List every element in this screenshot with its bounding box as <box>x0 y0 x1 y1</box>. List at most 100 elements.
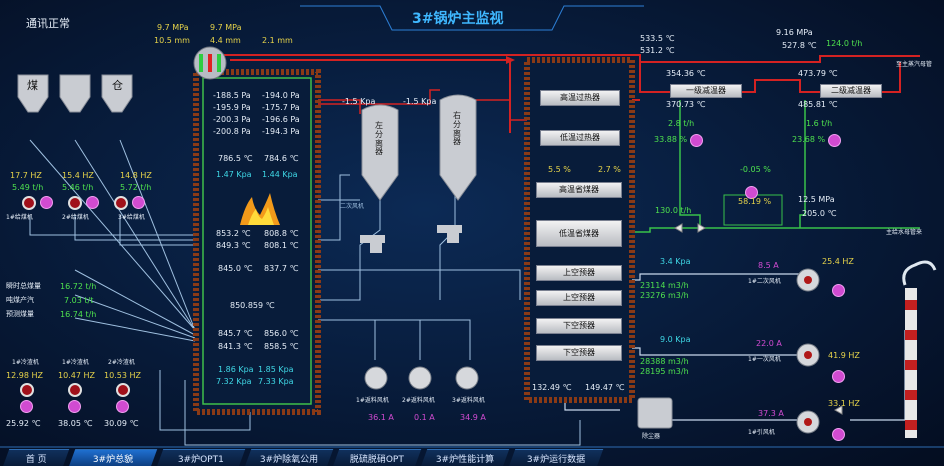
return-fan-1-icon[interactable] <box>365 367 387 389</box>
forecast-coal-label: 预测煤量 <box>6 310 34 318</box>
feeder-2-status-icon[interactable] <box>68 196 82 210</box>
primary-fan-icon[interactable] <box>797 344 819 366</box>
slag-cooler-1-status-icon[interactable] <box>20 383 34 397</box>
o2-left: 5.5 % <box>548 165 571 174</box>
high-temp-superheater[interactable]: 高温过热器 <box>540 90 620 106</box>
feeder-1-motor-icon[interactable] <box>40 196 53 209</box>
lower-temp-1-left: 845.7 ℃ <box>218 329 253 338</box>
desuper-2-flow: 1.6 t/h <box>806 119 833 128</box>
feeder-3-status-icon[interactable] <box>114 196 128 210</box>
tab-deaerator-label: 3#炉除氧公用 <box>259 455 318 465</box>
secondary-fan-flow-2: 23276 m3/h <box>640 291 689 300</box>
desuperheater-2[interactable]: 二级减温器 <box>820 84 882 98</box>
mid-temp-2-right: 808.1 ℃ <box>264 241 299 250</box>
steam-drum-icon[interactable] <box>194 47 226 79</box>
furnace-pressure-1-left: -188.5 Pa <box>213 91 251 100</box>
desuper-2-valve: 23.68 % <box>792 135 826 144</box>
lower-air-preheater-2[interactable]: 下空预器 <box>536 345 622 361</box>
feeder-1-status-icon[interactable] <box>22 196 36 210</box>
bed-temp: 850.859 ℃ <box>230 301 275 310</box>
id-fan-hz: 33.1 HZ <box>828 399 860 408</box>
return-fan-2-icon[interactable] <box>409 367 431 389</box>
return-fan-3-current: 34.9 A <box>460 413 486 422</box>
id-fan-icon[interactable] <box>797 411 819 433</box>
page-title: 3#锅炉主监视 <box>412 11 504 27</box>
desuperheater-1[interactable]: 一级减温器 <box>670 84 742 98</box>
tab-run-data-label: 3#炉运行数据 <box>526 455 585 465</box>
upper-kpa-right: 1.44 Kpa <box>262 170 298 179</box>
desuper-1-valve-icon[interactable] <box>690 134 703 147</box>
feeder-2-motor-icon[interactable] <box>86 196 99 209</box>
tab-home[interactable]: 首 页 <box>2 449 70 466</box>
mid-temp-3-right: 837.7 ℃ <box>264 264 299 273</box>
primary-fan-name: 1#一次风机 <box>748 356 781 363</box>
desuper-1-temp-out: 370.73 ℃ <box>666 100 706 109</box>
tab-deaerator[interactable]: 3#炉除氧公用 <box>244 449 334 466</box>
slag-cooler-2-status-icon[interactable] <box>68 383 82 397</box>
lower-air-preheater-1[interactable]: 下空预器 <box>536 318 622 334</box>
tab-run-data[interactable]: 3#炉运行数据 <box>508 449 604 466</box>
feedwater-pressure: 12.5 MPa <box>798 195 835 204</box>
slag-cooler-3-status-icon[interactable] <box>116 383 130 397</box>
high-temp-economizer[interactable]: 高温省煤器 <box>536 182 622 198</box>
secondary-fan-motor-icon[interactable] <box>832 284 845 297</box>
desuper-1-flow: 2.8 t/h <box>668 119 695 128</box>
coal-bin-label-left: 煤 <box>27 79 38 92</box>
secondary-fan-flow-1: 23114 m3/h <box>640 281 689 290</box>
slag-cooler-3-hz: 10.53 HZ <box>104 371 141 380</box>
desuper-2-valve-icon[interactable] <box>828 134 841 147</box>
primary-fan-hz: 41.9 HZ <box>828 351 860 360</box>
o2-right: 2.7 % <box>598 165 621 174</box>
furnace-pressure-4-left: -200.8 Pa <box>213 127 251 136</box>
tab-desulfurization-label: 脱硫脱硝OPT <box>349 455 404 465</box>
id-fan-name: 1#引风机 <box>748 429 775 436</box>
tab-overview[interactable]: 3#炉总貌 <box>68 449 158 466</box>
secondary-fan-current: 8.5 A <box>758 261 779 270</box>
mid-temp-3-left: 845.0 ℃ <box>218 264 253 273</box>
tab-desulfurization[interactable]: 脱硫脱硝OPT <box>332 449 422 466</box>
furnace-pressure-2-right: -175.7 Pa <box>262 103 300 112</box>
mid-temp-1-left: 853.2 ℃ <box>216 229 251 238</box>
slag-cooler-3-name: 2#冷渣机 <box>108 359 135 366</box>
separator-right-label: 右分离器 <box>453 111 461 147</box>
secondary-fan-icon[interactable] <box>797 269 819 291</box>
upper-temp-right: 784.6 ℃ <box>264 154 299 163</box>
main-steam-pressure: 9.16 MPa <box>776 28 813 37</box>
feedwater-valve-opening: 58.19 % <box>738 197 772 206</box>
slag-cooler-1-motor-icon[interactable] <box>20 400 33 413</box>
drum-level-2: 4.4 mm <box>210 36 241 45</box>
primary-fan-motor-icon[interactable] <box>832 370 845 383</box>
tab-opt1[interactable]: 3#炉OPT1 <box>156 449 246 466</box>
furnace-pressure-3-right: -196.6 Pa <box>262 115 300 124</box>
low-temp-economizer[interactable]: 低温省煤器 <box>536 220 622 247</box>
desuper-2-temp-out: 485.81 ℃ <box>798 100 838 109</box>
tab-performance[interactable]: 3#炉性能计算 <box>420 449 510 466</box>
upper-kpa-left: 1.47 Kpa <box>216 170 252 179</box>
primary-fan-flow-2: 28195 m3/h <box>640 367 689 376</box>
feeder-1-flow: 5.49 t/h <box>12 183 44 192</box>
secondary-fan-hz: 25.4 HZ <box>822 257 854 266</box>
lower-temp-2-left: 841.3 ℃ <box>218 342 253 351</box>
feeder-2-name: 2#给煤机 <box>62 214 89 221</box>
return-fan-3-icon[interactable] <box>456 367 478 389</box>
slag-cooler-3-motor-icon[interactable] <box>116 400 129 413</box>
feeder-3-motor-icon[interactable] <box>132 196 145 209</box>
drum-pressure-2: 9.7 MPa <box>210 23 242 32</box>
primary-fan-current: 22.0 A <box>756 339 782 348</box>
id-fan-motor-icon[interactable] <box>832 428 845 441</box>
main-steam-destination: 至主蒸汽母管 <box>896 61 933 68</box>
slag-cooler-2-motor-icon[interactable] <box>68 400 81 413</box>
steam-per-coal-value: 7.03 t/t <box>64 296 94 305</box>
upper-air-preheater-2[interactable]: 上空预器 <box>536 290 622 306</box>
feeder-3-hz: 14.8 HZ <box>120 171 152 180</box>
feedwater-valve-icon[interactable] <box>745 186 758 199</box>
upper-air-preheater-1[interactable]: 上空预器 <box>536 265 622 281</box>
dust-collector-icon[interactable] <box>638 398 672 428</box>
slag-cooler-3-temp: 30.09 ℃ <box>104 419 139 428</box>
lower-temp-1-right: 856.0 ℃ <box>264 329 299 338</box>
tab-home-label: 首 页 <box>25 455 47 465</box>
furnace-pressure-3-left: -200.3 Pa <box>213 115 251 124</box>
feedwater-dp: -0.05 % <box>740 165 771 174</box>
low-temp-superheater[interactable]: 低温过热器 <box>540 130 620 146</box>
